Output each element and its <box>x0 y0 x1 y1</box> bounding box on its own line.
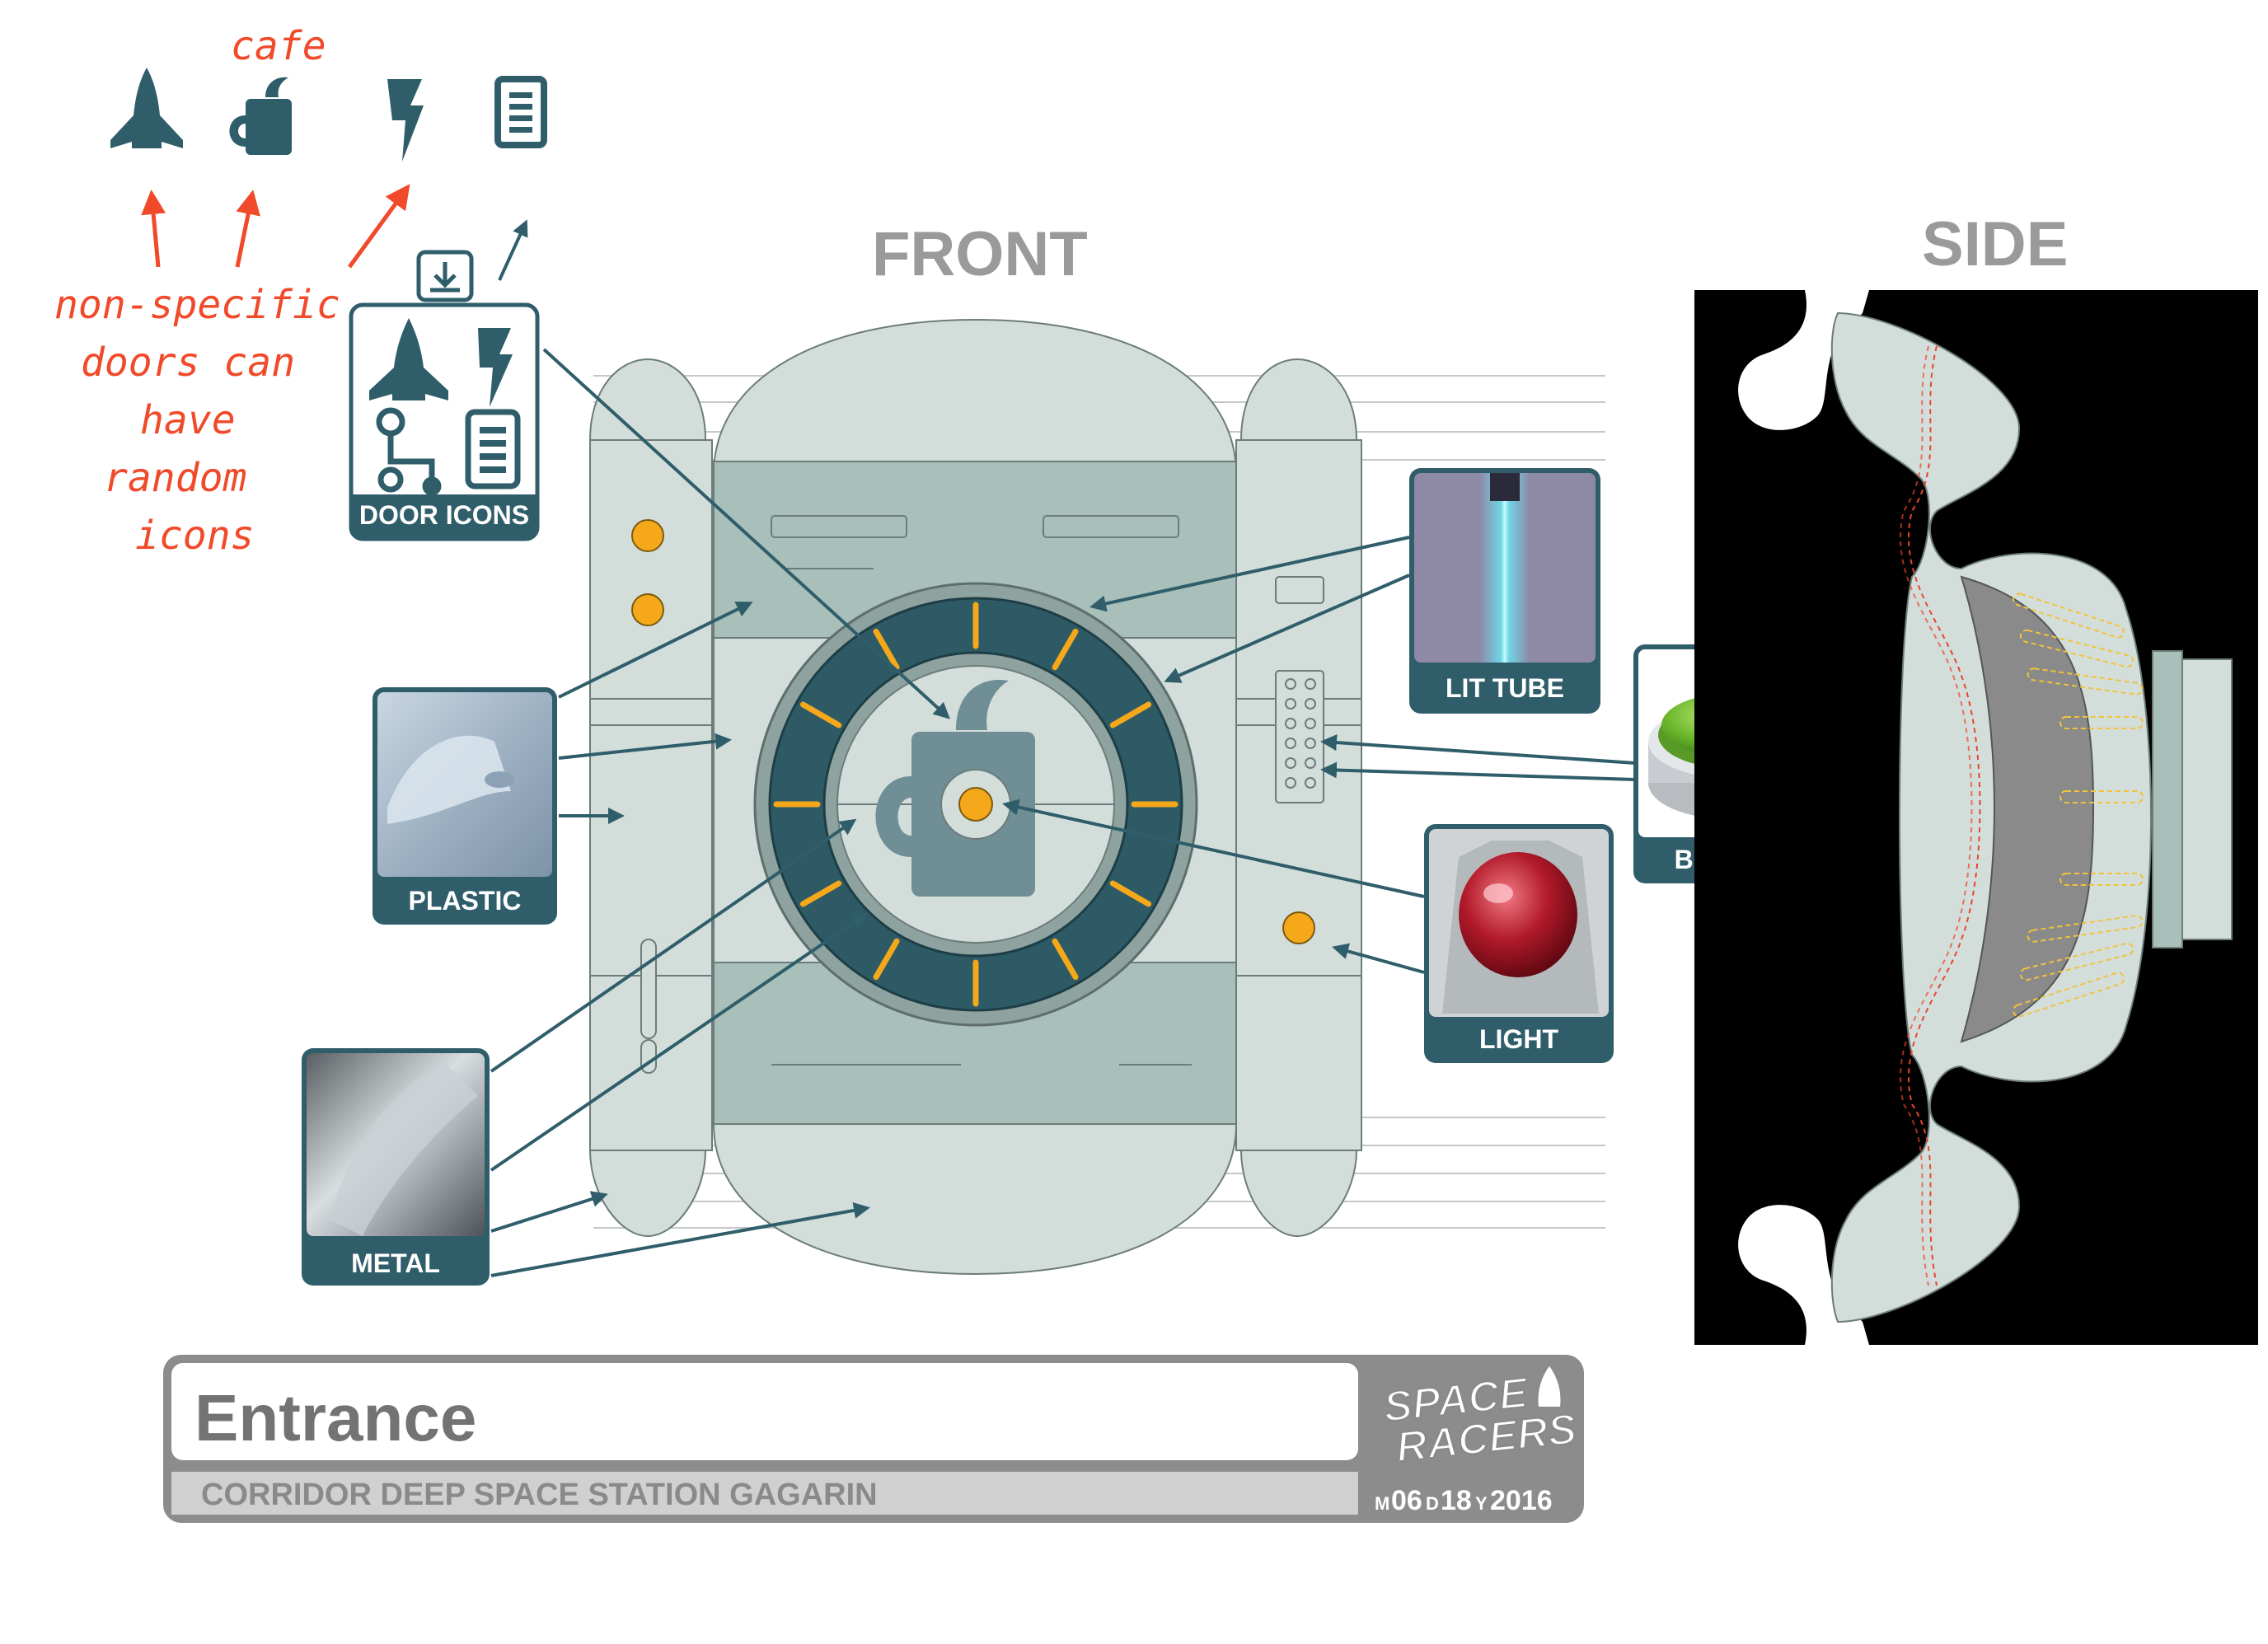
note-line-3: have <box>140 397 236 443</box>
door-hub-light <box>958 787 993 822</box>
top-icons <box>110 68 547 162</box>
front-view <box>588 318 1605 1276</box>
front-heading: FRONT <box>872 219 1088 289</box>
ring-tick <box>1109 701 1152 728</box>
ring-ticks <box>773 602 1179 1007</box>
ring-tick <box>799 701 842 728</box>
ring-tick <box>873 938 900 981</box>
note-line-4: random <box>104 455 246 501</box>
svg-text:D: D <box>1426 1493 1439 1514</box>
door-icons-label: DOOR ICONS <box>359 500 529 530</box>
date-stamp: M 06 D 18 Y 2016 <box>1375 1485 1553 1516</box>
metal-label: METAL <box>351 1248 440 1278</box>
light-label: LIGHT <box>1479 1024 1558 1054</box>
note-arrow-shuttle <box>141 190 166 268</box>
note-line-2: doors can <box>81 340 295 386</box>
note-cafe: cafe <box>231 23 326 69</box>
door-icons-lightning-icon <box>478 328 513 407</box>
side-heading: SIDE <box>1922 209 2068 279</box>
left-pillar <box>588 358 713 1238</box>
ring-tick <box>1052 628 1079 671</box>
callout-lit-tube: LIT TUBE <box>1409 468 1600 714</box>
lightning-icon <box>387 79 424 162</box>
door-icons-shuttle-icon <box>369 318 448 400</box>
callout-metal: METAL <box>302 1048 490 1286</box>
svg-text:2016: 2016 <box>1490 1485 1553 1516</box>
lit-tube-label: LIT TUBE <box>1446 673 1564 703</box>
download-icon <box>416 250 474 302</box>
callout-plastic: PLASTIC <box>373 687 557 925</box>
note-line-5: icons <box>135 513 255 559</box>
ring-tick <box>1109 880 1152 907</box>
mug-icon <box>229 77 292 155</box>
ring-tick <box>873 628 900 671</box>
document-icon <box>494 76 547 148</box>
plastic-label: PLASTIC <box>409 886 522 916</box>
ring-tick <box>1052 938 1079 981</box>
door-icons-document-icon <box>465 409 521 489</box>
note-line-1: non-specific <box>54 282 340 328</box>
side-view <box>1694 290 2258 1345</box>
svg-text:M: M <box>1375 1493 1389 1514</box>
svg-text:Y: Y <box>1475 1493 1488 1514</box>
title-text: Entrance <box>194 1381 476 1454</box>
shuttle-icon <box>110 68 183 148</box>
ring-tick <box>799 880 842 907</box>
title-block: Entrance CORRIDOR DEEP SPACE STATION GAG… <box>163 1355 1584 1523</box>
svg-text:06: 06 <box>1391 1485 1422 1516</box>
side-dashed-markers <box>2013 592 2144 1018</box>
callout-door-icons: DOOR ICONS <box>349 250 540 541</box>
note-arrow-mug <box>235 190 260 268</box>
svg-text:18: 18 <box>1441 1485 1472 1516</box>
handwritten-notes: cafe non-specific doors can have random … <box>54 23 410 559</box>
subtitle-text: CORRIDOR DEEP SPACE STATION GAGARIN <box>201 1478 878 1512</box>
callout-arrows <box>490 219 1636 1277</box>
note-arrow-lightning <box>347 184 410 269</box>
circuit-icon <box>376 407 442 496</box>
rocket-icon <box>1536 1363 1563 1408</box>
right-pillar <box>1235 358 1362 1238</box>
callout-light: LIGHT <box>1424 824 1614 1063</box>
